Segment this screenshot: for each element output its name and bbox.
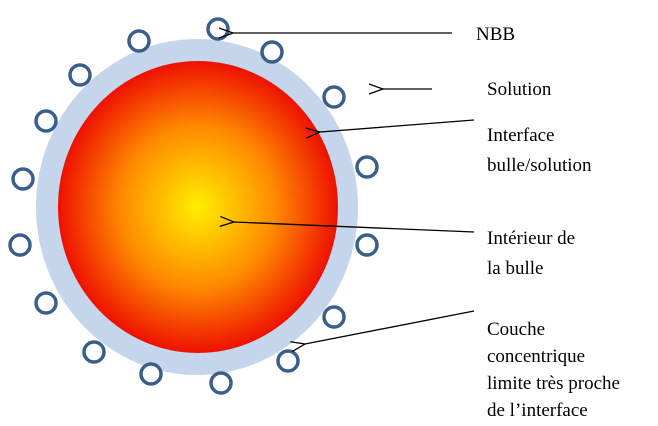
nbb-particle bbox=[11, 167, 35, 191]
nbb-particle bbox=[68, 63, 92, 87]
nbb-particle bbox=[322, 85, 346, 109]
label-nbb: NBB bbox=[476, 24, 515, 45]
label-interior-line1: Intérieur de bbox=[487, 228, 575, 249]
nbb-particle bbox=[139, 362, 163, 386]
pointer-arrows bbox=[233, 33, 475, 344]
nbb-particle bbox=[276, 349, 300, 373]
arrow-interface bbox=[320, 119, 475, 132]
nbb-particle bbox=[322, 305, 346, 329]
label-layer-line2: concentrique bbox=[487, 346, 585, 367]
nbb-particle bbox=[34, 109, 58, 133]
nbb-particle bbox=[127, 29, 151, 53]
label-layer-line1: Couche bbox=[487, 319, 545, 340]
arrow-layer bbox=[305, 310, 475, 344]
nbb-particles bbox=[8, 17, 379, 395]
nbb-particle bbox=[355, 155, 379, 179]
arrow-interior bbox=[234, 222, 475, 233]
nbb-particle bbox=[260, 40, 284, 64]
bubble-interior bbox=[58, 61, 338, 353]
nbb-particle bbox=[209, 371, 233, 395]
nbb-particle bbox=[82, 340, 106, 364]
nbb-particle bbox=[355, 233, 379, 257]
label-interface-line2: bulle/solution bbox=[487, 155, 592, 176]
label-interior-line2: la bulle bbox=[487, 258, 543, 279]
nbb-particle bbox=[34, 291, 58, 315]
label-layer-line4: de l’interface bbox=[487, 400, 588, 421]
label-layer-line3: limite très proche bbox=[487, 373, 620, 394]
nbb-particle bbox=[206, 17, 230, 41]
label-solution: Solution bbox=[487, 79, 552, 100]
nbb-particle bbox=[8, 233, 32, 257]
label-interface-line1: Interface bbox=[487, 125, 555, 146]
